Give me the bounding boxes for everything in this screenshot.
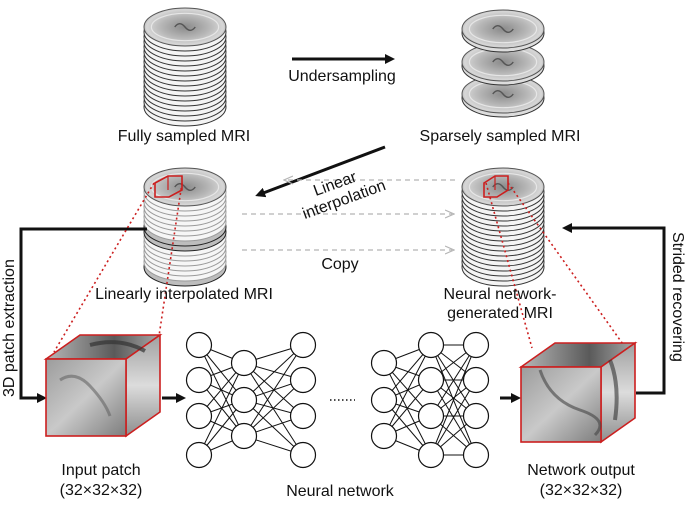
neural-network-label: Neural network <box>286 483 394 500</box>
strided-recovering-label: Strided recovering <box>669 232 685 362</box>
network-edge <box>383 344 432 437</box>
patch-projection-lines <box>53 182 631 355</box>
network-node <box>289 441 317 469</box>
patch-extraction-label: 3D patch extraction <box>1 259 18 397</box>
mri-slice <box>143 167 227 207</box>
network-node <box>462 366 490 394</box>
network-node <box>462 331 490 359</box>
input-patch-cube <box>43 333 163 438</box>
network-node <box>462 402 490 430</box>
network-node <box>289 366 317 394</box>
network-edge <box>243 344 304 401</box>
network-node <box>462 441 490 469</box>
fully-sampled-mri-stack <box>143 7 227 127</box>
interpolation-arrow <box>255 145 386 198</box>
sparsely-sampled-mri-stack <box>461 9 545 118</box>
network-output-cube <box>518 341 638 444</box>
mri-slice <box>143 7 227 47</box>
undersampling-label: Undersampling <box>288 68 396 85</box>
network-node <box>289 402 317 430</box>
network-node <box>185 441 213 469</box>
network-edge <box>430 344 477 456</box>
network-edge <box>243 379 304 437</box>
network-edge <box>383 362 432 456</box>
network-node <box>417 366 445 394</box>
mri-slice <box>461 167 545 207</box>
patch-extraction-arrow <box>19 227 147 403</box>
network-node <box>230 349 258 377</box>
nn-generated-mri-stack <box>461 167 545 287</box>
network-edge <box>198 362 245 456</box>
network-edge <box>243 362 304 456</box>
neural-network-graph <box>185 331 490 469</box>
copy-label: Copy <box>321 256 359 273</box>
nn-generated-label-2: generated MRI <box>447 305 553 322</box>
nn-generated-label-1: Neural network- <box>443 286 557 303</box>
network-node <box>185 366 213 394</box>
network-node <box>370 386 398 414</box>
network-node <box>289 331 317 359</box>
fully-sampled-label: Fully sampled MRI <box>117 128 251 145</box>
mri-slice <box>461 9 545 49</box>
network-node <box>185 402 213 430</box>
network-node <box>230 422 258 450</box>
sparsely-sampled-label: Sparsely sampled MRI <box>419 128 581 145</box>
network-node <box>185 331 213 359</box>
network-node <box>370 349 398 377</box>
network-output-label: Network output <box>527 462 635 479</box>
network-edge <box>243 344 304 437</box>
network-output-size-label: (32×32×32) <box>539 482 623 499</box>
linearly-interpolated-mri-stack <box>143 167 227 287</box>
network-node <box>230 386 258 414</box>
network-edge <box>243 399 304 456</box>
network-edge <box>430 344 477 417</box>
strided-recovering-arrow <box>562 223 666 395</box>
network-node <box>417 441 445 469</box>
network-edge <box>430 379 477 456</box>
linearly-interpolated-label: Linearly interpolated MRI <box>95 286 273 303</box>
input-patch-label: Input patch <box>61 462 141 479</box>
input-patch-size-label: (32×32×32) <box>59 482 143 499</box>
network-node <box>370 422 398 450</box>
network-node <box>417 331 445 359</box>
network-node <box>417 402 445 430</box>
